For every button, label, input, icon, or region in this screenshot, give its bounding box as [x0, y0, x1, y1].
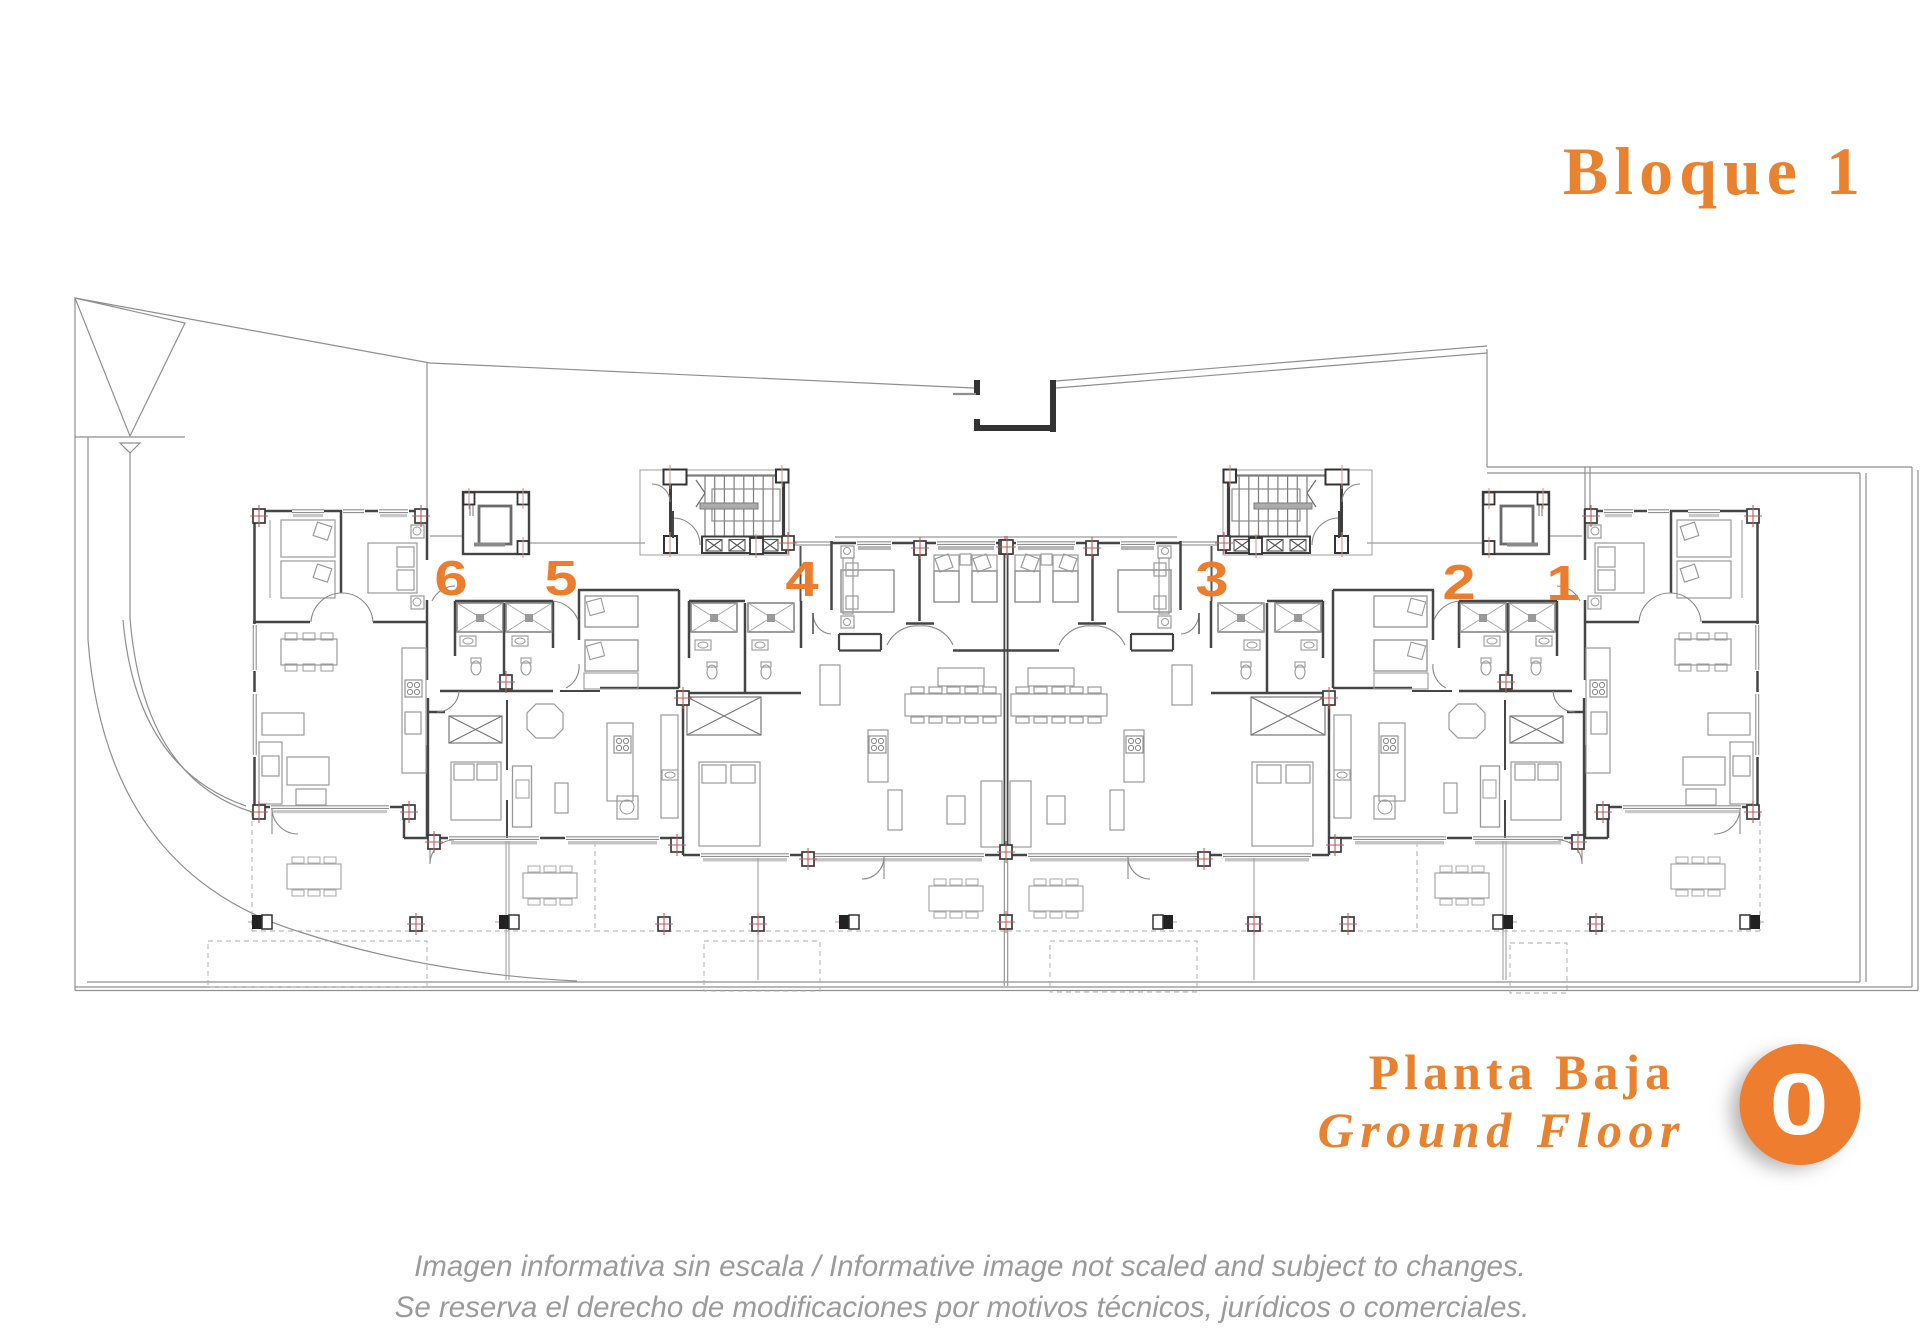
- svg-text:0: 0: [1769, 1055, 1829, 1152]
- svg-text:5: 5: [544, 551, 577, 606]
- svg-text:2: 2: [1442, 555, 1475, 610]
- svg-text:6: 6: [434, 551, 467, 606]
- svg-text:Planta Baja: Planta Baja: [1369, 1044, 1675, 1100]
- svg-text:Bloque 1: Bloque 1: [1563, 133, 1866, 209]
- svg-text:3: 3: [1195, 552, 1228, 607]
- svg-text:Imagen informativa sin escala: Imagen informativa sin escala / Informat…: [414, 1250, 1526, 1283]
- svg-text:Se reserva el derecho de modif: Se reserva el derecho de modificaciones …: [395, 1291, 1530, 1324]
- svg-text:1: 1: [1546, 556, 1579, 611]
- svg-text:4: 4: [785, 552, 819, 607]
- svg-text:Ground Floor: Ground Floor: [1318, 1102, 1686, 1158]
